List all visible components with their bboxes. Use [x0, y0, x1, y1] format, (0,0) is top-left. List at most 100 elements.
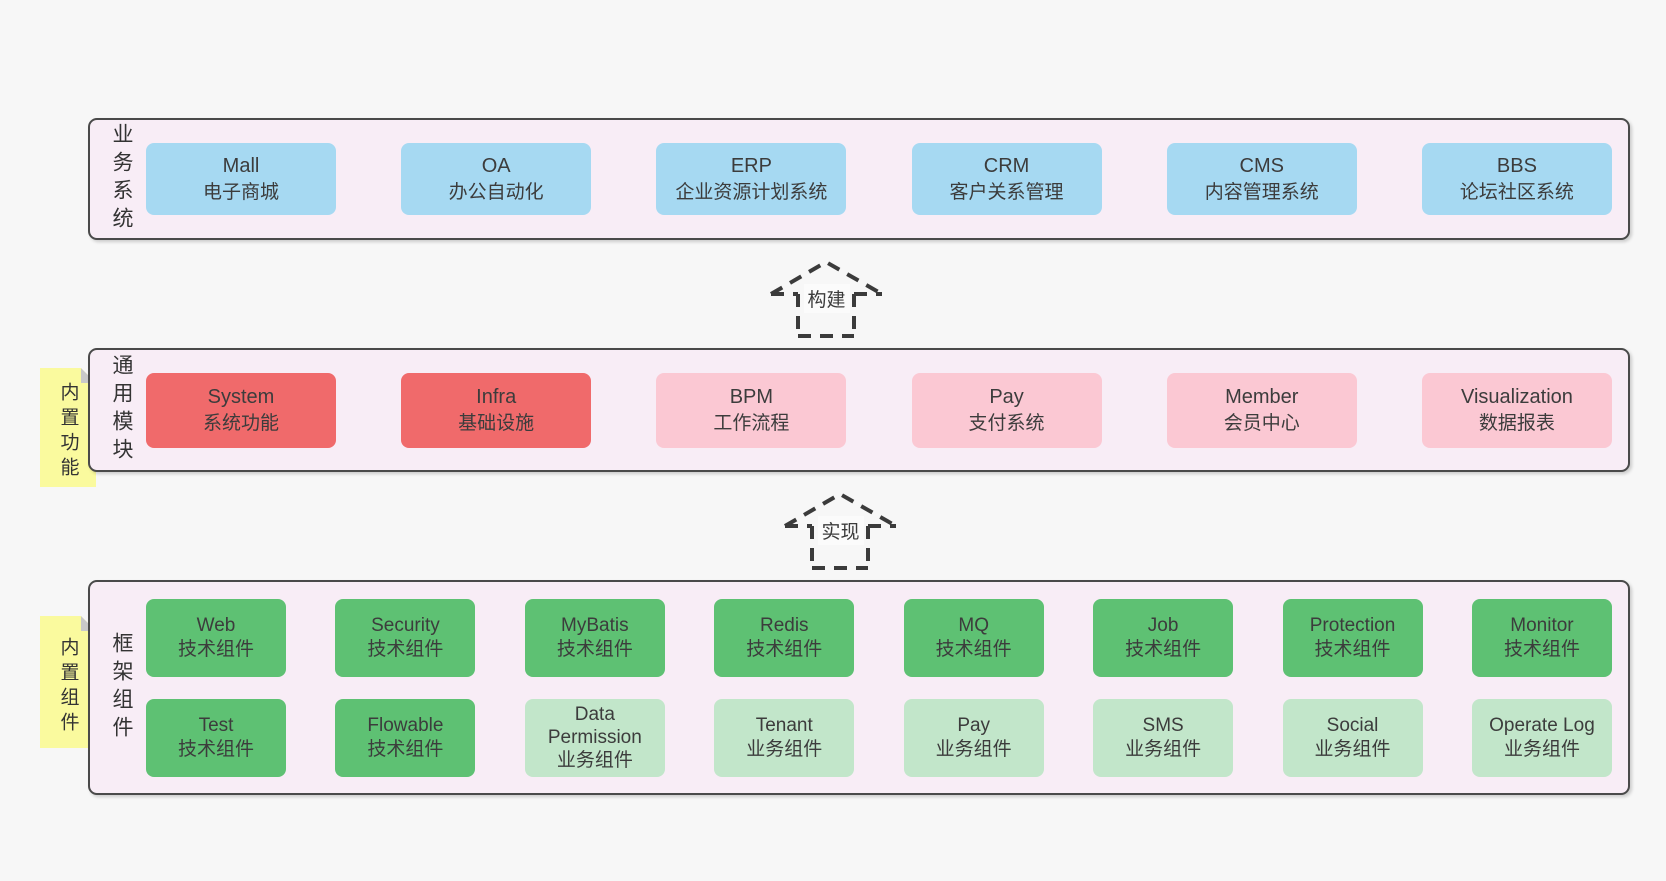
box-desc: 客户关系管理	[949, 181, 1064, 203]
box-name: BPM	[729, 386, 774, 409]
box-desc: 业务组件	[556, 750, 633, 772]
box-mybatis: MyBatis 技术组件	[524, 598, 665, 677]
box-desc: 技术组件	[935, 638, 1012, 660]
box-name: BBS	[1496, 155, 1537, 178]
box-system: System 系统功能	[146, 372, 336, 448]
box-desc: 企业资源计划系统	[675, 181, 828, 203]
box-mall: Mall 电子商城	[146, 143, 336, 215]
box-name: MyBatis	[561, 615, 629, 637]
layer-label-framework: 框架组件	[110, 631, 133, 744]
box-bbs: BBS 论坛社区系统	[1421, 143, 1612, 215]
box-crm: CRM 客户关系管理	[911, 143, 1102, 215]
layer-common-modules: 通用模块 System 系统功能 Infra 基础设施 BPM 工作流程 Pay…	[88, 348, 1630, 472]
box-mq: MQ 技术组件	[903, 598, 1044, 677]
box-name: Member	[1225, 386, 1299, 409]
box-desc: 技术组件	[177, 638, 254, 660]
box-name: CRM	[983, 155, 1030, 178]
box-flowable: Flowable 技术组件	[335, 698, 476, 777]
box-desc: 业务组件	[1125, 738, 1202, 760]
box-name: SMS	[1142, 715, 1184, 737]
note-text: 内置组件	[57, 637, 79, 738]
box-security: Security 技术组件	[335, 598, 476, 677]
box-name: Web	[196, 615, 236, 637]
box-social: Social 业务组件	[1282, 698, 1423, 777]
layer-label-modules: 通用模块	[110, 354, 133, 466]
box-desc: 技术组件	[1314, 638, 1391, 660]
framework-boxes: Web 技术组件 Security 技术组件 MyBatis 技术组件 Redi…	[146, 582, 1612, 793]
build-arrow: 构建	[744, 252, 909, 340]
box-desc: 技术组件	[367, 738, 444, 760]
box-redis: Redis 技术组件	[714, 598, 855, 677]
box-desc: 工作流程	[713, 412, 790, 434]
box-operate-log: Operate Log 业务组件	[1471, 698, 1612, 777]
box-desc: 内容管理系统	[1204, 181, 1319, 203]
sticky-note-built-in-features: 内置功能	[40, 368, 96, 487]
box-desc: 技术组件	[1503, 638, 1580, 660]
box-desc: 电子商城	[202, 181, 279, 203]
box-tenant: Tenant 业务组件	[714, 698, 855, 777]
note-text: 内置功能	[57, 382, 79, 483]
layer-business-systems: 业务系统 Mall 电子商城 OA 办公自动化 ERP 企业资源计划系统 CRM…	[88, 118, 1630, 240]
box-name: Operate Log	[1489, 715, 1595, 737]
box-desc: 业务组件	[746, 738, 823, 760]
box-job: Job 技术组件	[1093, 598, 1234, 677]
box-name: Monitor	[1510, 615, 1574, 637]
layer-framework-components: 框架组件 Web 技术组件 Security 技术组件 MyBatis 技术组件…	[88, 580, 1630, 795]
box-desc: 业务组件	[935, 738, 1012, 760]
box-name: System	[207, 386, 275, 409]
box-pay: Pay 支付系统	[911, 372, 1102, 448]
box-name: Protection	[1309, 615, 1396, 637]
box-desc: 支付系统	[968, 412, 1045, 434]
box-desc: 基础设施	[458, 412, 535, 434]
box-desc: 论坛社区系统	[1459, 181, 1574, 203]
box-oa: OA 办公自动化	[401, 143, 592, 215]
box-name: Security	[371, 615, 440, 637]
box-desc: 业务组件	[1314, 738, 1391, 760]
box-cms: CMS 内容管理系统	[1166, 143, 1357, 215]
box-name: Job	[1147, 615, 1179, 637]
module-boxes: System 系统功能 Infra 基础设施 BPM 工作流程 Pay 支付系统…	[146, 350, 1612, 470]
box-desc: 业务组件	[1503, 738, 1580, 760]
box-name: MQ	[958, 615, 989, 637]
box-name: Redis	[759, 615, 809, 637]
box-name: Tenant	[755, 715, 813, 737]
box-desc: 技术组件	[746, 638, 823, 660]
box-name: Test	[198, 715, 234, 737]
box-bpm: BPM 工作流程	[656, 372, 847, 448]
box-data-permission: Data Permission 业务组件	[524, 698, 665, 777]
box-member: Member 会员中心	[1166, 372, 1357, 448]
box-protection: Protection 技术组件	[1282, 598, 1423, 677]
box-desc: 技术组件	[367, 638, 444, 660]
box-name: Infra	[476, 386, 517, 409]
business-boxes: Mall 电子商城 OA 办公自动化 ERP 企业资源计划系统 CRM 客户关系…	[146, 120, 1612, 238]
box-name: Social	[1326, 715, 1379, 737]
box-sms: SMS 业务组件	[1093, 698, 1234, 777]
box-name: Visualization	[1460, 386, 1573, 409]
box-name: ERP	[730, 155, 772, 178]
implement-arrow: 实现	[758, 484, 923, 572]
build-arrow-label: 构建	[803, 284, 850, 313]
box-desc: 技术组件	[177, 738, 254, 760]
box-desc: 会员中心	[1223, 412, 1300, 434]
box-name: Flowable	[367, 715, 444, 737]
box-visualization: Visualization 数据报表	[1421, 372, 1612, 448]
box-name: OA	[481, 155, 511, 178]
box-desc: 数据报表	[1478, 412, 1555, 434]
box-pay-biz: Pay 业务组件	[903, 698, 1044, 777]
box-desc: 技术组件	[1125, 638, 1202, 660]
box-name: Data Permission	[547, 703, 642, 748]
box-test: Test 技术组件	[146, 698, 286, 777]
box-name: Pay	[957, 715, 991, 737]
box-desc: 技术组件	[556, 638, 633, 660]
box-infra: Infra 基础设施	[401, 372, 592, 448]
layer-label-business: 业务系统	[110, 123, 133, 235]
box-name: Pay	[989, 386, 1024, 409]
box-web: Web 技术组件	[146, 598, 286, 677]
box-desc: 办公自动化	[448, 181, 544, 203]
box-monitor: Monitor 技术组件	[1471, 598, 1612, 677]
box-desc: 系统功能	[202, 412, 279, 434]
box-erp: ERP 企业资源计划系统	[656, 143, 847, 215]
box-name: CMS	[1239, 155, 1284, 178]
box-name: Mall	[222, 155, 260, 178]
